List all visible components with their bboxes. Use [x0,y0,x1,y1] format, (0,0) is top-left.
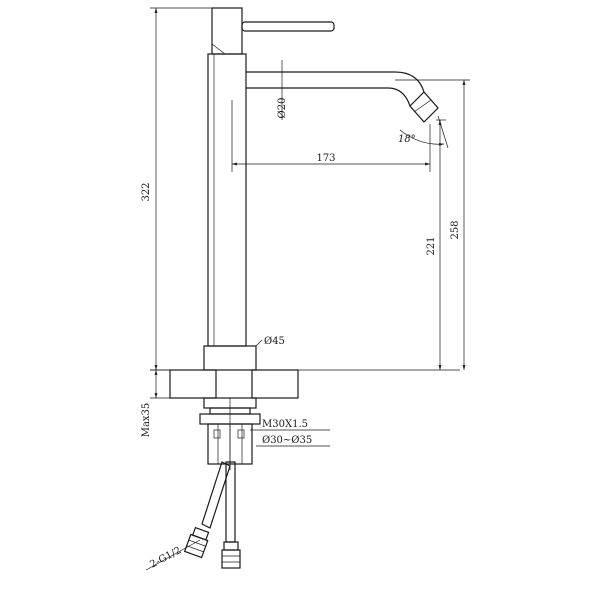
base-ring [203,345,257,371]
dim-aerator-diameter: Ø20 [277,98,288,119]
dim-max-deck: Max35 [141,403,152,438]
dimension-lines [145,7,470,571]
mounting-hardware [199,397,261,470]
dim-outlet-height: 221 [426,236,437,255]
dim-spout-reach: 173 [316,153,335,164]
faucet-body [203,7,335,371]
deck-section [150,369,460,399]
supply-hoses [183,461,241,569]
hose-left [201,461,231,529]
aerator [409,91,439,123]
dim-hose-connection: 2-G1/2 [148,545,183,571]
dim-mounting-hole: Ø30~Ø35 [262,435,312,446]
spout [246,71,439,123]
hose-nut-left [183,533,209,559]
dim-body-diameter: Ø45 [264,336,285,347]
dim-thread: M30X1.5 [262,419,308,430]
dim-spout-height: 258 [450,220,461,239]
hose-nut-right [221,549,241,569]
lever-handle [241,21,335,32]
dim-spout-angle: 18° [398,134,416,145]
dim-total-height: 322 [141,182,152,201]
